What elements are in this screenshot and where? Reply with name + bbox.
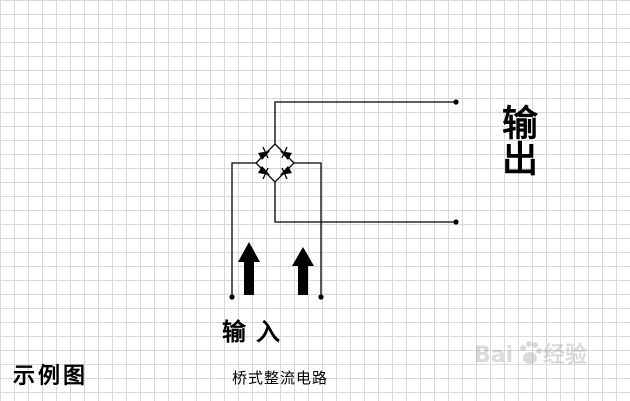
output-label: 输出 [496, 104, 538, 176]
output-terminal-bottom [453, 219, 459, 225]
input-wire-right [294, 162, 322, 297]
input-label: 输入 [222, 317, 290, 346]
input-arrow-right [292, 247, 314, 295]
diode-bottom-left [258, 166, 270, 180]
input-wire-left [231, 162, 256, 297]
example-label: 示例图 [13, 363, 89, 389]
diagram-caption: 桥式整流电路 [232, 369, 329, 387]
diode-bottom-right [280, 166, 292, 180]
input-arrow-left [238, 242, 260, 295]
diode-bridge [255, 143, 295, 183]
watermark-brand: Bai [474, 343, 513, 368]
watermark-tail: 经验 [543, 342, 587, 368]
output-terminal-top [453, 99, 459, 105]
output-wire-top [274, 101, 456, 144]
diode-top-right [280, 146, 292, 160]
baidu-watermark: Bai 经验 [474, 341, 587, 368]
output-wire-bottom [274, 182, 456, 223]
input-terminal-right [318, 294, 324, 300]
input-terminal-left [229, 294, 235, 300]
diode-top-left [258, 146, 270, 160]
paw-icon [520, 341, 542, 364]
